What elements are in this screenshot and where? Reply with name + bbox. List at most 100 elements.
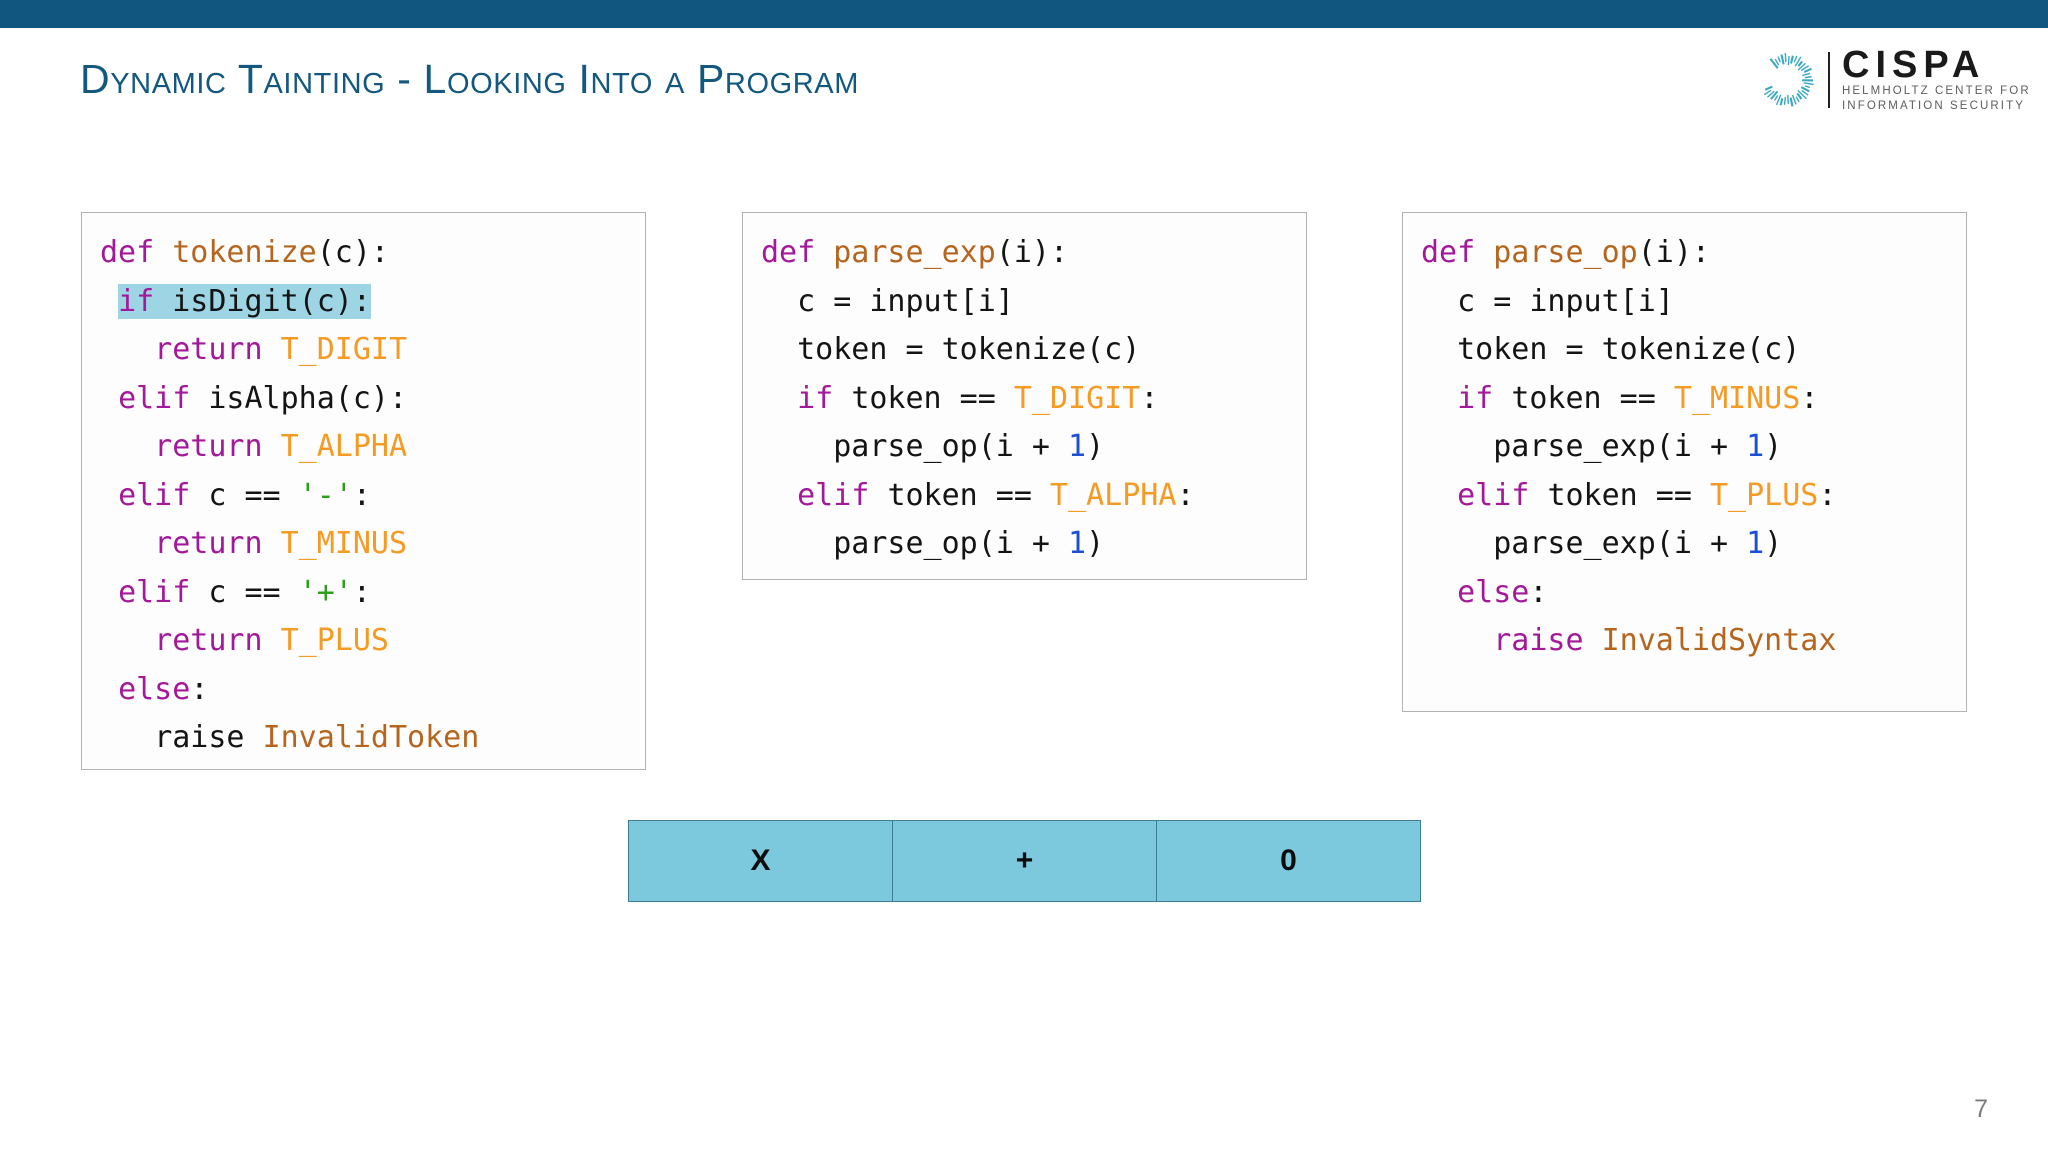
code-token: (c): bbox=[316, 235, 389, 270]
code-token: : bbox=[352, 574, 371, 610]
code-line: if token == T_DIGIT: bbox=[761, 375, 1288, 424]
code-line: raise InvalidSyntax bbox=[1421, 617, 1948, 666]
code-line: elif token == T_PLUS: bbox=[1421, 472, 1948, 521]
logo-subtitle-line-1: HELMHOLTZ CENTER FOR bbox=[1842, 84, 2031, 97]
code-token bbox=[100, 672, 118, 707]
code-token: else bbox=[1457, 574, 1530, 610]
code-token: def bbox=[1421, 235, 1494, 270]
code-token: parse_exp bbox=[833, 235, 996, 270]
code-token: parse_exp(i + bbox=[1421, 526, 1747, 561]
code-token: 1 bbox=[1746, 429, 1765, 464]
cispa-circular-mark-icon bbox=[1756, 49, 1818, 111]
code-line: if token == T_MINUS: bbox=[1421, 375, 1948, 424]
code-token bbox=[100, 429, 154, 464]
code-token: parse_op bbox=[1493, 235, 1638, 270]
code-token bbox=[1421, 381, 1457, 416]
code-token bbox=[100, 332, 154, 367]
code-token: T_PLUS bbox=[280, 623, 389, 658]
code-token: c = input[i] bbox=[1421, 283, 1674, 319]
code-token: token == bbox=[887, 477, 1050, 513]
code-token: ) bbox=[1086, 526, 1105, 561]
code-block-parse-op: def parse_op(i): c = input[i] token = to… bbox=[1402, 212, 1967, 712]
code-token: c == bbox=[208, 477, 299, 513]
code-line: parse_exp(i + 1) bbox=[1421, 423, 1948, 472]
code-token: : bbox=[1140, 380, 1159, 416]
code-token bbox=[100, 575, 118, 610]
code-token: : bbox=[1818, 477, 1837, 513]
code-token: elif bbox=[118, 380, 209, 416]
code-token: return bbox=[154, 332, 281, 367]
code-line: elif isAlpha(c): bbox=[100, 375, 627, 424]
code-token: else bbox=[118, 671, 191, 707]
code-token: ) bbox=[1086, 429, 1105, 464]
code-token: InvalidToken bbox=[262, 720, 480, 755]
logo-text: CISPA HELMHOLTZ CENTER FOR INFORMATION S… bbox=[1842, 46, 2031, 114]
code-token: 1 bbox=[1746, 526, 1765, 561]
code-token: T_DIGIT bbox=[280, 332, 408, 367]
code-token: (i): bbox=[995, 235, 1069, 270]
code-token: isAlpha(c): bbox=[208, 380, 408, 416]
code-line: if isDigit(c): bbox=[100, 278, 627, 327]
code-token: token == bbox=[1547, 477, 1710, 513]
code-token: T_ALPHA bbox=[1050, 477, 1177, 513]
code-token: ) bbox=[1764, 429, 1783, 464]
code-token: T_MINUS bbox=[1673, 380, 1801, 416]
code-line: else: bbox=[100, 666, 627, 715]
code-token bbox=[100, 526, 154, 561]
code-token: if bbox=[1457, 380, 1512, 416]
taint-table: X+0 bbox=[628, 820, 1421, 902]
code-token: T_MINUS bbox=[280, 526, 408, 561]
code-token: : bbox=[1800, 380, 1819, 416]
code-token: elif bbox=[1457, 477, 1548, 513]
code-token: '+' bbox=[298, 574, 353, 610]
taint-table-cell: 0 bbox=[1156, 820, 1421, 902]
code-token: if bbox=[118, 283, 173, 319]
code-token: token == bbox=[851, 380, 1014, 416]
code-token: ) bbox=[1764, 526, 1783, 561]
code-token: token = tokenize(c) bbox=[1421, 332, 1801, 367]
code-line: token = tokenize(c) bbox=[1421, 326, 1948, 375]
code-line: elif c == '-': bbox=[100, 472, 627, 521]
code-block-tokenize: def tokenize(c): if isDigit(c): return T… bbox=[81, 212, 646, 770]
code-token: parse_op(i + bbox=[761, 429, 1069, 464]
code-token bbox=[100, 720, 154, 755]
code-token: token = tokenize(c) bbox=[761, 332, 1141, 367]
code-block-parse-exp: def parse_exp(i): c = input[i] token = t… bbox=[742, 212, 1307, 580]
code-token: raise bbox=[1493, 623, 1602, 658]
code-token: raise bbox=[154, 720, 263, 755]
code-line: return T_PLUS bbox=[100, 617, 627, 666]
code-token bbox=[100, 381, 118, 416]
code-token: (i): bbox=[1637, 235, 1710, 270]
code-token: 1 bbox=[1068, 526, 1087, 561]
code-token bbox=[761, 478, 797, 513]
code-token: def bbox=[761, 235, 834, 270]
code-token bbox=[100, 478, 118, 513]
code-line: parse_exp(i + 1) bbox=[1421, 520, 1948, 569]
code-line: def tokenize(c): bbox=[100, 229, 627, 278]
code-token: elif bbox=[797, 477, 888, 513]
code-token bbox=[1421, 575, 1457, 610]
code-token: InvalidSyntax bbox=[1601, 623, 1837, 658]
code-token: : bbox=[190, 671, 209, 707]
code-token: return bbox=[154, 429, 281, 464]
code-token: '-' bbox=[298, 477, 353, 513]
taint-table-cell: X bbox=[628, 820, 893, 902]
code-line: elif c == '+': bbox=[100, 569, 627, 618]
code-line: def parse_op(i): bbox=[1421, 229, 1948, 278]
code-line: parse_op(i + 1) bbox=[761, 520, 1288, 569]
code-token: isDigit(c): bbox=[172, 283, 371, 319]
code-token bbox=[761, 381, 797, 416]
code-token: T_PLUS bbox=[1710, 477, 1819, 513]
code-line: return T_MINUS bbox=[100, 520, 627, 569]
code-token: T_ALPHA bbox=[280, 429, 408, 464]
code-token: 1 bbox=[1068, 429, 1087, 464]
logo-wordmark: CISPA bbox=[1842, 43, 1986, 86]
code-token bbox=[1421, 478, 1457, 513]
code-line: return T_DIGIT bbox=[100, 326, 627, 375]
code-token: elif bbox=[118, 574, 209, 610]
code-line: parse_op(i + 1) bbox=[761, 423, 1288, 472]
cispa-logo: CISPA HELMHOLTZ CENTER FOR INFORMATION S… bbox=[1756, 44, 2029, 116]
code-token bbox=[100, 623, 154, 658]
code-line: raise InvalidToken bbox=[100, 714, 627, 763]
page-title: Dynamic Tainting - Looking Into a Progra… bbox=[80, 56, 859, 102]
